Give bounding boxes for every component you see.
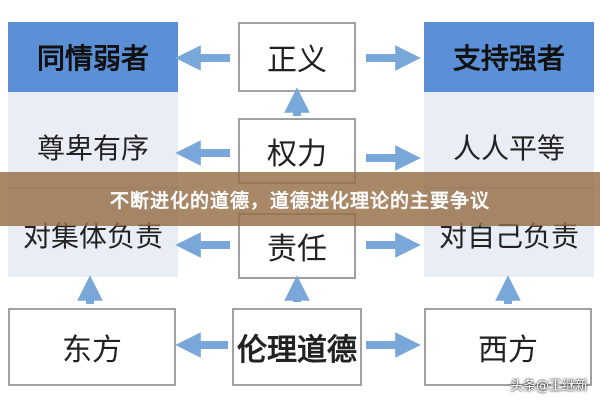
right-item-0: 人人平等 (452, 132, 565, 165)
center-box-justice: 正义 (238, 22, 356, 92)
banner-title: 不断进化的道德，道德进化理论的主要争议 (109, 189, 490, 212)
bottom-box-west: 西方 (424, 308, 592, 386)
right-header: 支持强者 (424, 22, 594, 92)
bottom-box-ethics: 伦理道德 (232, 308, 362, 386)
watermark: 头条@王继新 (509, 379, 588, 394)
left-header: 同情弱者 (8, 22, 178, 92)
title-banner: 不断进化的道德，道德进化理论的主要争议 (0, 172, 600, 226)
left-item-0: 尊卑有序 (36, 132, 149, 165)
bottom-box-east: 东方 (8, 308, 176, 386)
